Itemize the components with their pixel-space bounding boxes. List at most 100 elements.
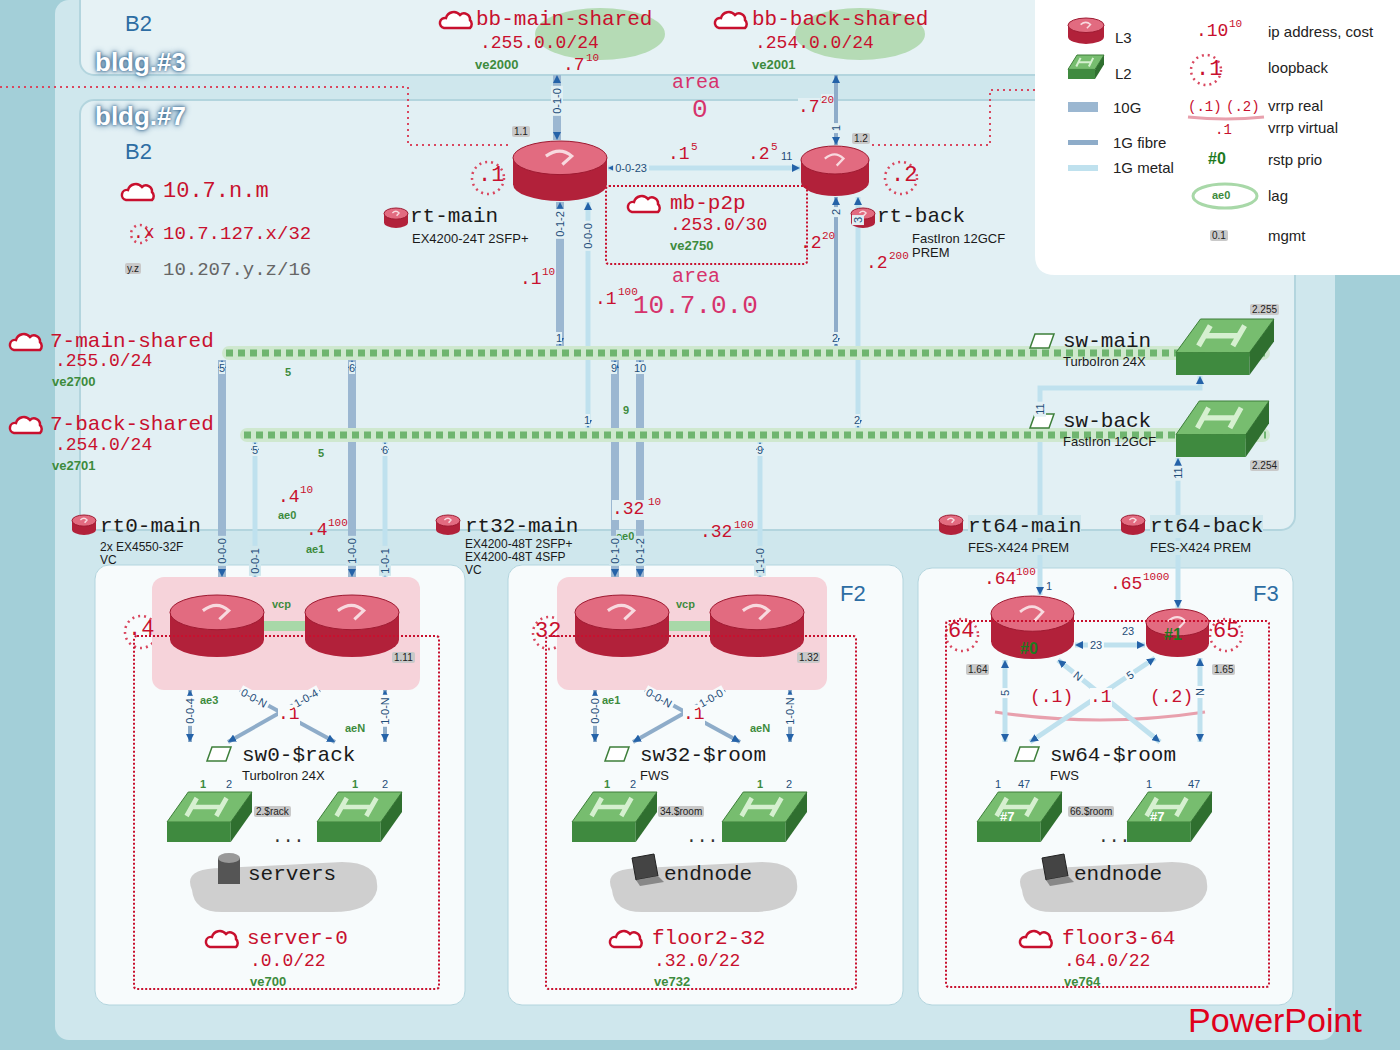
label-ipsm: (.2) xyxy=(1226,100,1260,115)
cloud-icon xyxy=(122,184,154,200)
router-top xyxy=(436,515,460,526)
node-detail: FastIron 12GCF PREM xyxy=(912,232,1012,261)
node-title: rt-back xyxy=(877,205,965,228)
switch-side xyxy=(786,792,807,842)
port-label: 0-1-2 xyxy=(634,536,646,566)
label-dark: ... xyxy=(272,828,304,848)
label-port: 2 xyxy=(382,778,388,790)
label-dark: ... xyxy=(1098,828,1130,848)
decoration xyxy=(1210,619,1242,651)
port-label: 1-0-1 xyxy=(379,546,391,576)
label-port: 5 xyxy=(252,444,258,456)
router-mark xyxy=(546,151,572,164)
router-top xyxy=(305,595,399,630)
label-dark: ... xyxy=(686,828,718,848)
node-detail: ve732 xyxy=(654,975,690,989)
decoration xyxy=(472,162,504,194)
node-detail: ve2750 xyxy=(670,239,713,253)
switch-side xyxy=(636,792,657,842)
node-detail: .254.0.0/24 xyxy=(755,34,874,54)
router-top xyxy=(939,515,963,526)
box-node: mb-p2p.253.0/30ve2750 xyxy=(605,185,808,265)
area-border xyxy=(0,87,510,145)
cloud-node: bb-main-shared.255.0.0/24ve2000 xyxy=(440,5,670,75)
node-title: server-0 xyxy=(247,927,348,950)
node-detail: FastIron 12GCF xyxy=(1063,435,1156,449)
router-top xyxy=(1121,515,1145,526)
label-sup: 10 xyxy=(300,484,313,496)
label-ip: .32 xyxy=(612,500,644,520)
node-detail: ve2000 xyxy=(475,58,518,72)
label-lb: .4 xyxy=(128,618,154,642)
label-grn17: #0 xyxy=(1020,640,1038,658)
node-title: sw-main xyxy=(1063,330,1151,353)
label-f: F2 xyxy=(840,582,866,606)
port-label: 0-0-1 xyxy=(249,546,261,576)
cloud-icon xyxy=(10,417,42,433)
switch-mini-icon xyxy=(605,747,629,761)
legend-text: loopback xyxy=(1268,60,1328,77)
port-label: 0-0-4 xyxy=(184,696,196,726)
node-detail: TurboIron 24X xyxy=(242,769,325,783)
link-line xyxy=(856,197,861,428)
port-label: 0-0-23 xyxy=(613,162,649,174)
switch-front xyxy=(722,822,786,842)
label-sup: 10 xyxy=(542,266,555,278)
label-grn: ae0 xyxy=(1212,189,1230,201)
legend-text: rstp prio xyxy=(1268,152,1322,169)
node-detail: TurboIron 24X xyxy=(1063,355,1146,369)
port-label: 3 xyxy=(852,215,864,225)
label-port: 47 xyxy=(1018,778,1030,790)
node-detail: .254.0/24 xyxy=(55,436,152,456)
label-port: 9 xyxy=(757,444,763,456)
label-red22: 10.7.n.m xyxy=(163,180,269,204)
port-label: 0-1-0 xyxy=(609,536,621,566)
router-top xyxy=(710,595,804,630)
router-top xyxy=(513,141,607,175)
port-label: 0-0-N xyxy=(238,685,271,711)
node-title: sw64-$room xyxy=(1050,744,1176,767)
label-grn: 1 xyxy=(757,778,763,790)
switch-side xyxy=(1095,55,1104,79)
router-mark xyxy=(1020,607,1043,621)
port-label: 23 xyxy=(1088,639,1104,651)
label-grn: 1 xyxy=(352,778,358,790)
node-title: 7-main-shared xyxy=(50,330,214,353)
node-detail: FES-X424 PREM xyxy=(968,541,1069,555)
legend-text: vrrp real xyxy=(1268,98,1323,115)
label-grey19: 10.207.y.z/16 xyxy=(163,260,311,281)
label-ip: .32 xyxy=(700,523,732,543)
router-node: rt-mainEX4200-24T 2SFP+ xyxy=(512,140,608,202)
switch-front xyxy=(977,822,1041,842)
label-sup: 10 xyxy=(586,52,599,64)
port-label: 5 xyxy=(999,688,1011,698)
label-grn: aeN xyxy=(345,722,365,734)
label-mg: 2.255 xyxy=(1250,304,1279,315)
node-detail: B2 xyxy=(125,12,152,36)
floor-panel xyxy=(508,565,903,1005)
lag-arc xyxy=(1193,184,1257,208)
router-mark xyxy=(1081,22,1091,28)
vcp-link xyxy=(669,621,710,631)
label-port: 1 xyxy=(584,414,590,426)
label-mg: 1.65 xyxy=(1212,664,1235,675)
label-port: 6 xyxy=(349,362,355,374)
node-detail: EX4200-48T 2SFP+ EX4200-48T 4SFP VC xyxy=(465,538,575,578)
label-grn: ae3 xyxy=(200,694,218,706)
label-grn: aeN xyxy=(750,722,770,734)
legend-text: mgmt xyxy=(1268,228,1306,245)
label-mg: 1.2 xyxy=(852,133,870,144)
node-detail: ve764 xyxy=(1064,975,1100,989)
legend-text: 1G metal xyxy=(1113,160,1174,177)
router-mark xyxy=(947,518,954,522)
node-detail: .253.0/30 xyxy=(670,216,767,236)
switch-side xyxy=(1246,401,1269,457)
label-ip: .2 xyxy=(800,234,822,254)
label-ip: .4 xyxy=(306,521,328,541)
label-mg: 2.254 xyxy=(1250,460,1279,471)
switch-mini-icon xyxy=(207,747,231,761)
router-top xyxy=(575,595,669,630)
node-title: floor3-64 xyxy=(1062,927,1175,950)
label-ip: .4 xyxy=(278,488,300,508)
node-title: endnode xyxy=(664,863,752,886)
